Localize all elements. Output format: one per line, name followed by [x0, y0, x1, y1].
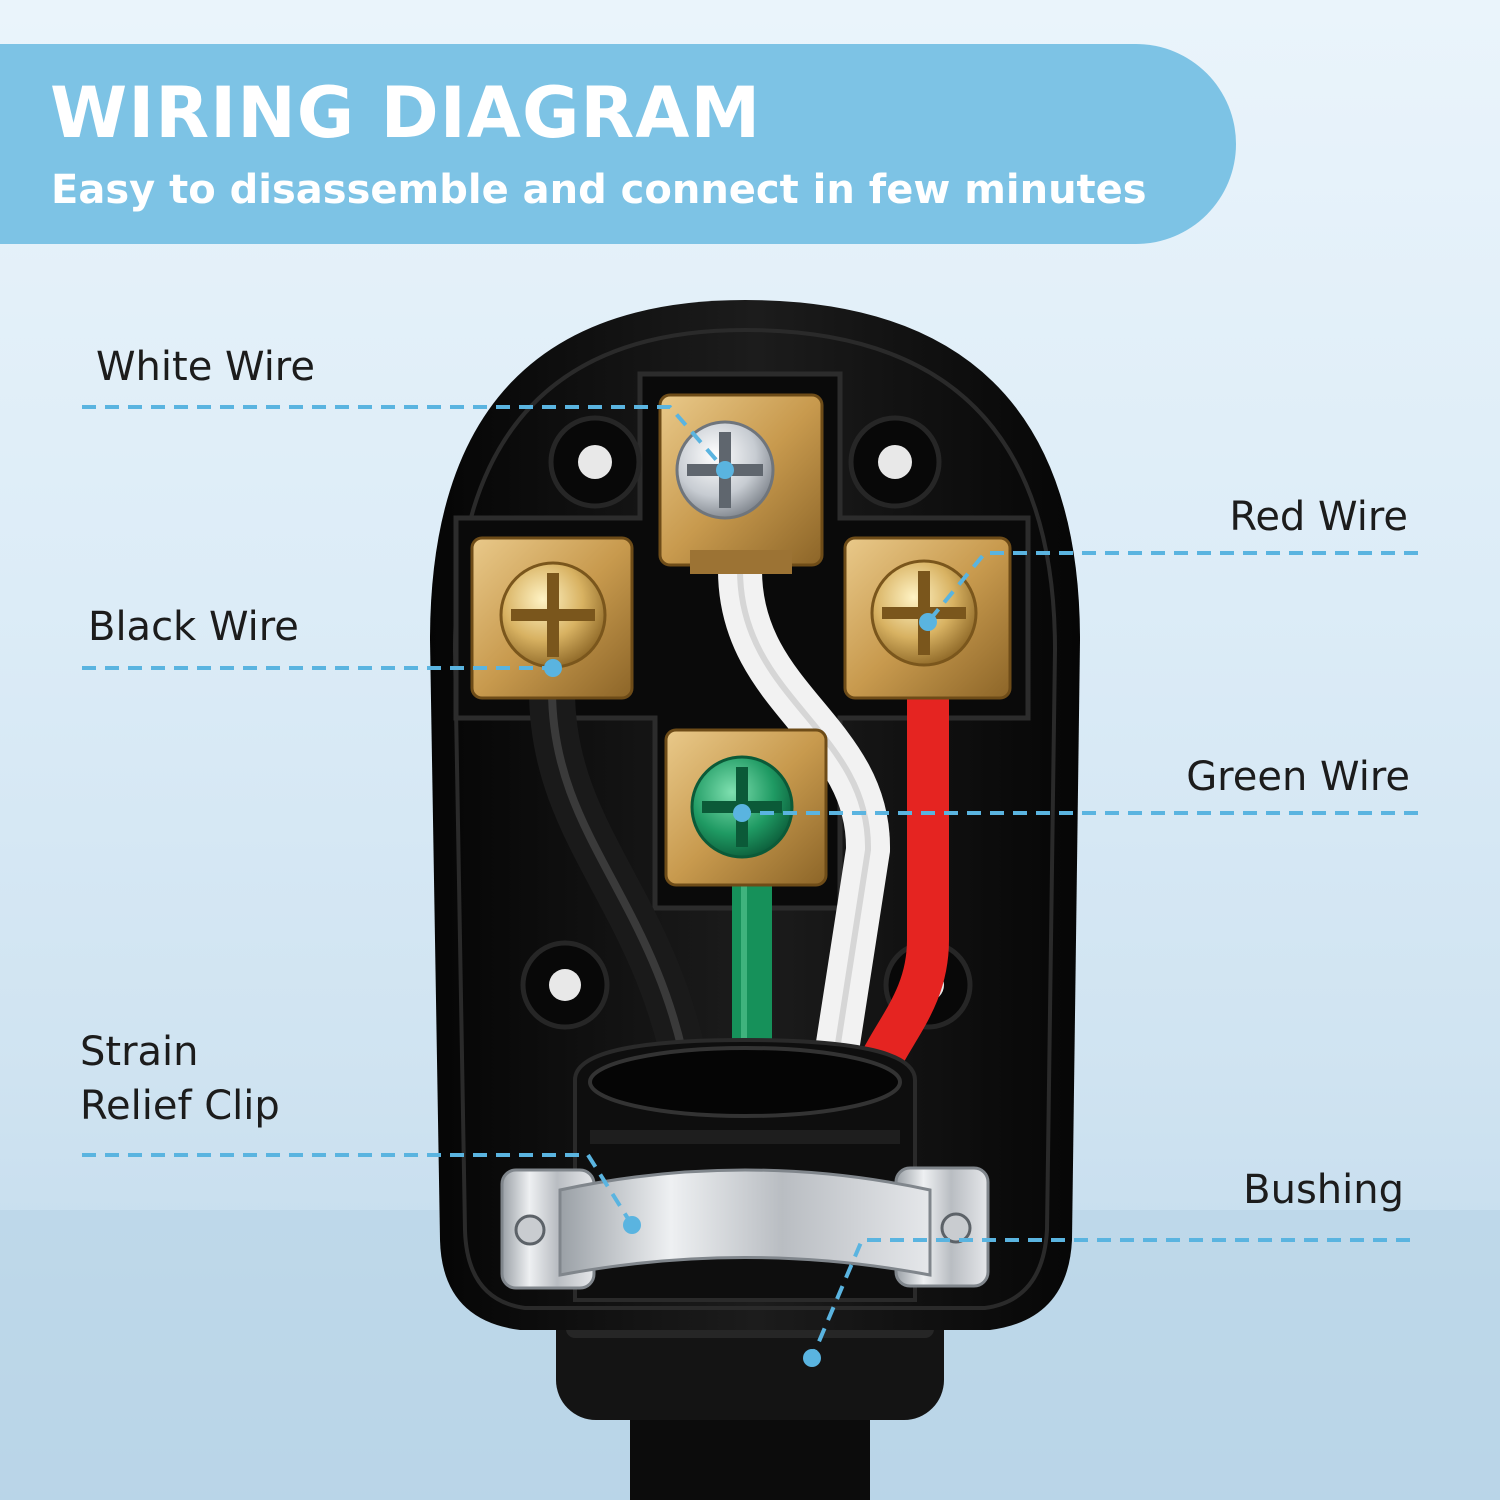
label-red-wire: Red Wire	[1229, 494, 1408, 540]
page-subtitle: Easy to disassemble and connect in few m…	[51, 167, 1147, 213]
callout-line-white-wire	[82, 405, 727, 472]
callout-dot-strain-relief	[623, 1216, 641, 1234]
callout-dot-white-wire	[716, 461, 734, 479]
label-white-wire: White Wire	[96, 344, 315, 390]
label-strain-relief-line2: Relief Clip	[80, 1083, 280, 1129]
callout-line-strain-relief	[82, 1153, 634, 1227]
callout-dot-red-wire	[919, 613, 937, 631]
label-black-wire: Black Wire	[88, 604, 299, 650]
header-banner	[0, 44, 1236, 244]
callout-dot-black-wire	[544, 659, 562, 677]
label-strain-relief-line1: Strain	[80, 1029, 199, 1075]
callout-dot-green-wire	[733, 804, 751, 822]
label-strain-relief-clip: Strain Relief Clip	[80, 1025, 280, 1133]
page-title: WIRING DIAGRAM	[50, 72, 762, 154]
terminal-left-black	[470, 536, 634, 700]
callout-line-red-wire	[926, 551, 1418, 624]
strain-relief-clip	[500, 1166, 990, 1290]
mounting-hole-top-right	[848, 415, 942, 509]
mounting-hole-top-left	[548, 415, 642, 509]
label-green-wire: Green Wire	[1186, 754, 1410, 800]
callout-line-bushing	[810, 1238, 1410, 1359]
mounting-hole-bottom-left	[520, 940, 610, 1030]
label-bushing: Bushing	[1243, 1167, 1404, 1213]
callout-dot-bushing	[803, 1349, 821, 1367]
